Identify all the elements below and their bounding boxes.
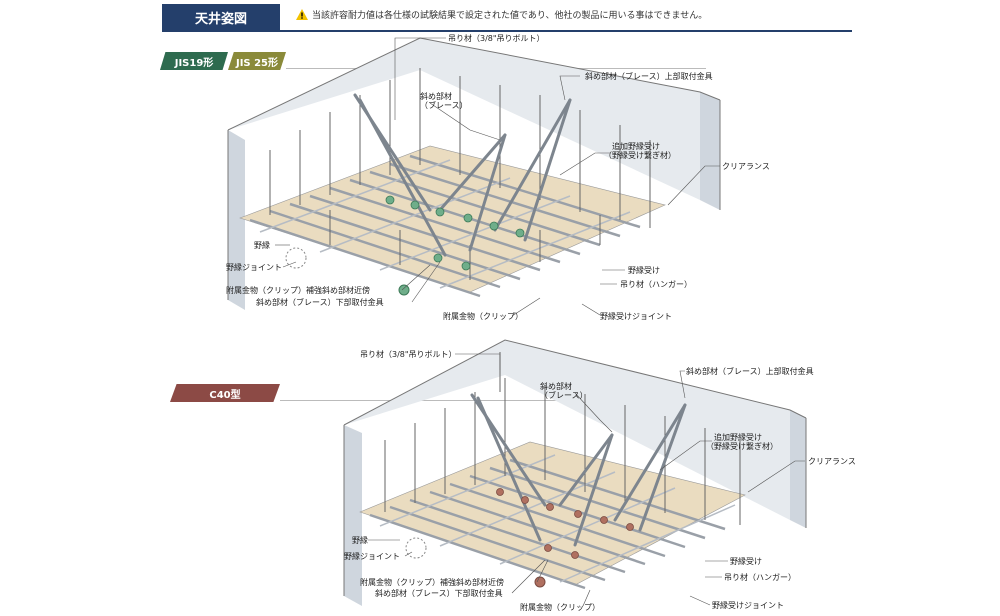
top-label-noen-uke-joint: 野縁受けジョイント [600, 312, 672, 321]
bottom-label-brace-top: 斜め部材（ブレース）上部取付金具 [686, 367, 814, 376]
warning-icon [296, 9, 308, 20]
top-label-brace-top: 斜め部材（ブレース）上部取付金具 [585, 72, 713, 81]
bottom-label-clip: 附属金物（クリップ） [520, 603, 600, 612]
top-leader-lines [275, 37, 720, 317]
bottom-clip-legend-marker [534, 576, 546, 588]
top-label-clearance: クリアランス [722, 162, 770, 171]
badge-jis19: JIS19形 [160, 52, 228, 70]
bottom-joint-highlight [405, 537, 427, 559]
top-label-hanger: 吊り材（ハンガー） [620, 280, 692, 289]
bottom-label-clip-reinforce: 附属金物（クリップ）補強斜め部材近傍 [360, 578, 504, 587]
bottom-label-noen-uke-joint: 野縁受けジョイント [712, 601, 784, 610]
bottom-label-clearance: クリアランス [808, 457, 856, 466]
top-label-brace-bottom: 斜め部材（ブレース）下部取付金具 [256, 298, 384, 307]
warning-note: 当該許容耐力値は各仕様の試験結果で設定された値であり、他社の製品に用いる事はでき… [296, 8, 707, 21]
bottom-label-extra-2: （野縁受け繋ぎ材） [706, 442, 778, 451]
top-label-clip-reinforce: 附属金物（クリップ）補強斜め部材近傍 [226, 286, 370, 295]
bottom-label-brace-bottom: 斜め部材（ブレース）下部取付金具 [375, 589, 503, 598]
bottom-label-noen-uke: 野縁受け [730, 557, 762, 566]
top-label-extra-1: 追加野縁受け [612, 142, 660, 151]
top-clips [385, 195, 525, 271]
bottom-label-noen: 野縁 [352, 536, 368, 545]
bottom-leader-lines [368, 353, 805, 607]
bottom-braces [470, 393, 687, 547]
top-label-brace-2: （ブレース） [420, 101, 468, 110]
top-ceiling-board [239, 145, 666, 298]
top-label-noen-joint: 野縁ジョイント [226, 263, 282, 272]
top-braces [353, 93, 572, 257]
bottom-label-extra-1: 追加野縁受け [714, 433, 762, 442]
bottom-label-hanger-bolt: 吊り材（3/8"吊りボルト） [360, 350, 457, 359]
top-label-brace-1: 斜め部材 [420, 92, 452, 101]
bottom-label-brace-2: （ブレース） [540, 391, 588, 400]
top-label-noen: 野縁 [254, 241, 270, 250]
bottom-label-noen-joint: 野縁ジョイント [344, 552, 400, 561]
badge-c40: C40型 [170, 384, 280, 402]
bottom-clips [496, 488, 634, 559]
badge-jis25: JIS 25形 [228, 52, 286, 70]
top-label-noen-uke: 野縁受け [628, 266, 660, 275]
badge-rule-bottom [280, 400, 700, 401]
header-rule [162, 30, 852, 32]
top-label-extra-2: （野縁受け繋ぎ材） [604, 151, 676, 160]
warning-text: 当該許容耐力値は各仕様の試験結果で設定された値であり、他社の製品に用いる事はでき… [312, 11, 708, 21]
bottom-label-hanger: 吊り材（ハンガー） [724, 573, 796, 582]
top-label-clip: 附属金物（クリップ） [443, 312, 523, 321]
bottom-hanger-rods [384, 352, 741, 525]
top-label-hanger-bolt: 吊り材（3/8"吊りボルト） [448, 34, 545, 43]
top-room-walls [227, 37, 721, 310]
top-hanger-rods [269, 68, 651, 280]
top-joint-highlight [285, 247, 307, 269]
bottom-room-walls [343, 339, 807, 606]
page-title: 天井姿図 [162, 4, 280, 30]
top-clip-legend-marker [398, 284, 410, 296]
bottom-label-brace-1: 斜め部材 [540, 382, 572, 391]
